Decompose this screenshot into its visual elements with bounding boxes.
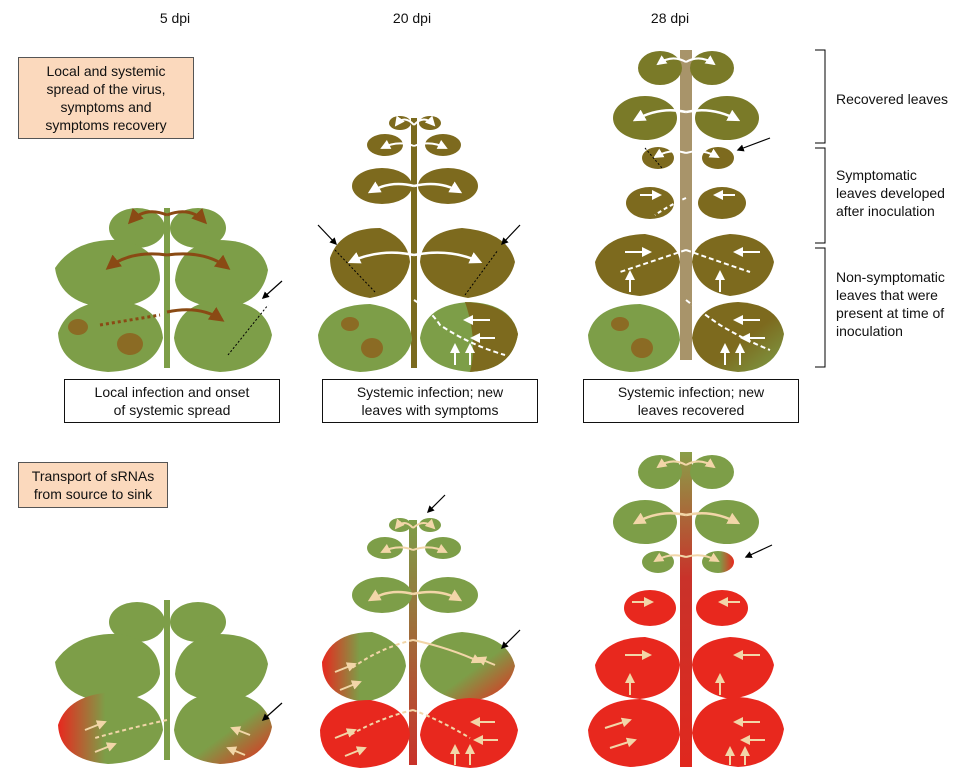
plant-5dpi-bottom [55, 600, 282, 764]
plant-20dpi-bottom [320, 495, 520, 768]
plant-5dpi-top [55, 208, 282, 372]
bracket-recovered [815, 50, 825, 143]
plant-28dpi-bottom [588, 452, 784, 767]
plant-28dpi-top [588, 50, 784, 372]
bracket-symptomatic [815, 148, 825, 243]
plant-20dpi-top [318, 116, 520, 372]
bracket-non-symptomatic [815, 248, 825, 367]
